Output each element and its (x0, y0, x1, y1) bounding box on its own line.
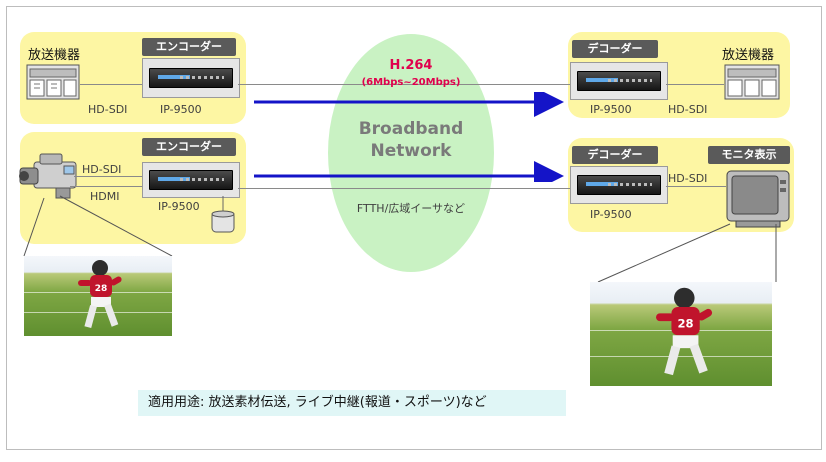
model-label-decoder-top: IP-9500 (590, 103, 632, 116)
network-title-line1: Broadband (358, 119, 464, 139)
link-encoder-bottom-to-network (238, 188, 570, 189)
decoder-device-bottom (570, 166, 668, 204)
broadcast-equipment-icon-right (724, 64, 780, 100)
video-camera-icon (19, 153, 77, 199)
football-player-image-large: 28 (656, 287, 713, 376)
broadcast-equipment-icon-left (26, 64, 80, 100)
link-encoder-top-to-network (238, 84, 570, 85)
codec-label: H.264 (389, 58, 433, 73)
broadcast-equipment-label-left: 放送機器 (28, 48, 81, 63)
network-title-line2: Network (370, 141, 452, 161)
model-label-decoder-bottom: IP-9500 (590, 208, 632, 221)
network-cloud (328, 34, 494, 272)
broadcast-equipment-label-right: 放送機器 (722, 48, 775, 63)
jersey-number-destination: 28 (678, 317, 694, 331)
encoder-device-top (142, 58, 240, 98)
network-note: FTTH/広域イーサなど (356, 202, 466, 215)
hd-sdi-label-right-bottom: HD-SDI (668, 172, 708, 185)
bitrate-label: (6Mbps~20Mbps) (361, 77, 461, 88)
link-camera-to-encoder-sdi (74, 176, 142, 177)
hd-sdi-label-left-top: HD-SDI (88, 103, 128, 116)
encoder-tag-top: エンコーダー (142, 38, 236, 56)
storage-drive-icon (211, 196, 235, 233)
destination-sports-photo: 28 (590, 282, 772, 386)
encoder-device-bottom (142, 162, 240, 198)
hdmi-label: HDMI (90, 190, 120, 203)
source-sports-photo: 28 (24, 256, 172, 336)
application-caption: 適用用途: 放送素材伝送, ライブ中継(報道・スポーツ)など (138, 390, 566, 416)
link-camera-to-encoder-hdmi (70, 186, 142, 187)
model-label-encoder-top: IP-9500 (160, 103, 202, 116)
hd-sdi-label-right-top: HD-SDI (668, 103, 708, 116)
hd-sdi-label-left-bottom: HD-SDI (82, 163, 122, 176)
decoder-tag-bottom: デコーダー (572, 146, 658, 164)
link-equipment-to-encoder (80, 84, 142, 85)
tv-monitor-icon (726, 170, 790, 228)
monitor-display-tag: モニタ表示 (708, 146, 790, 164)
jersey-number-source: 28 (95, 284, 108, 294)
model-label-encoder-bottom: IP-9500 (158, 200, 200, 213)
link-decoder-to-equipment (666, 84, 724, 85)
decoder-device-top (570, 62, 668, 100)
football-player-image: 28 (78, 260, 122, 329)
network-title: Broadband Network (330, 118, 492, 162)
decoder-tag-top: デコーダー (572, 40, 658, 58)
transmission-arrows (254, 92, 564, 182)
encoder-tag-bottom: エンコーダー (142, 138, 236, 156)
link-decoder-to-monitor (666, 186, 726, 187)
